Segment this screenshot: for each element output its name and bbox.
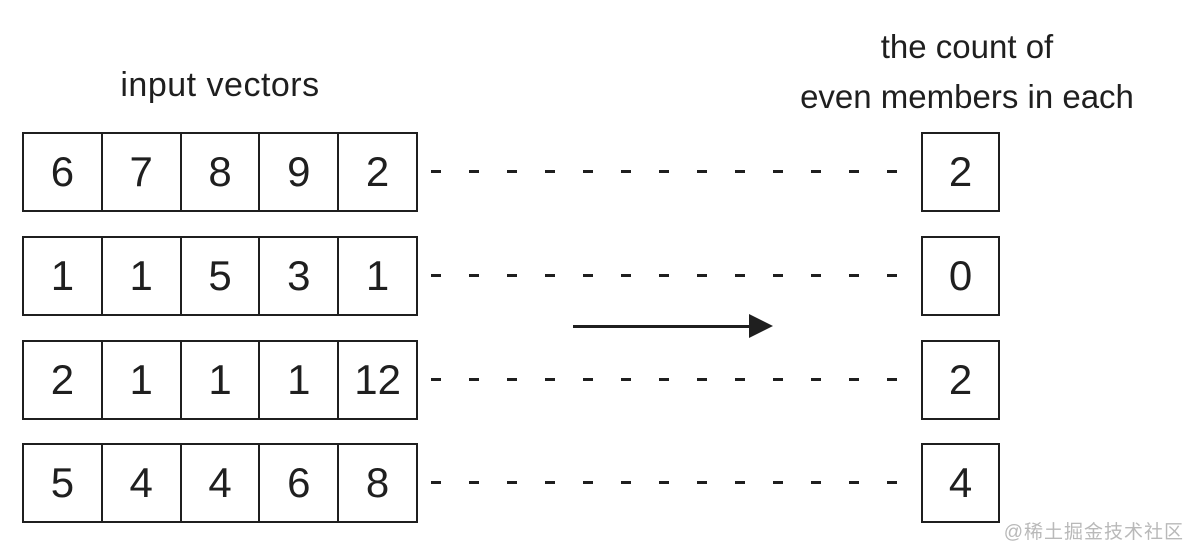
vector-cell: 5 [179,238,259,314]
count-box-2: 0 [921,236,1000,316]
even-count-label: the count of even members in each [740,22,1194,122]
vector-cell: 5 [50,459,75,506]
vector-cell: 1 [100,238,180,314]
vector-cell: 1 [50,252,75,299]
even-count-label-line1: the count of [880,28,1054,65]
vector-cell: 4 [100,445,180,521]
vector-cell: 2 [337,134,416,210]
vector-cell: 1 [337,238,416,314]
vector-cell: 8 [337,445,416,521]
dashed-connector [431,481,905,484]
dashed-connector [431,170,905,173]
vector-cell: 8 [179,134,259,210]
input-vectors-label: input vectors [120,66,320,104]
vector-cell: 6 [258,445,337,521]
vector-cell: 7 [100,134,180,210]
count-box-3: 2 [921,340,1000,420]
count-box-4: 4 [921,443,1000,523]
vector-cell: 3 [258,238,337,314]
right-arrow-icon [573,314,773,338]
vector-row-2: 1 1 5 3 1 [22,236,418,316]
dashed-connector [431,378,905,381]
vector-cell: 12 [337,342,416,418]
vector-cell: 1 [179,342,259,418]
vector-row-1: 6 7 8 9 2 [22,132,418,212]
arrow-shaft [573,324,753,328]
vector-cell: 2 [50,356,75,403]
vector-cell: 1 [100,342,180,418]
dashed-connector [431,274,905,277]
vector-cell: 4 [179,445,259,521]
vector-cell: 6 [50,148,75,195]
vector-cell: 9 [258,134,337,210]
count-box-1: 2 [921,132,1000,212]
vector-row-4: 5 4 4 6 8 [22,443,418,523]
vector-row-3: 2 1 1 1 12 [22,340,418,420]
vector-cell: 1 [258,342,337,418]
arrow-head [749,314,773,338]
even-count-label-line2: even members in each [800,78,1134,115]
watermark: @稀土掘金技术社区 [1003,522,1184,543]
